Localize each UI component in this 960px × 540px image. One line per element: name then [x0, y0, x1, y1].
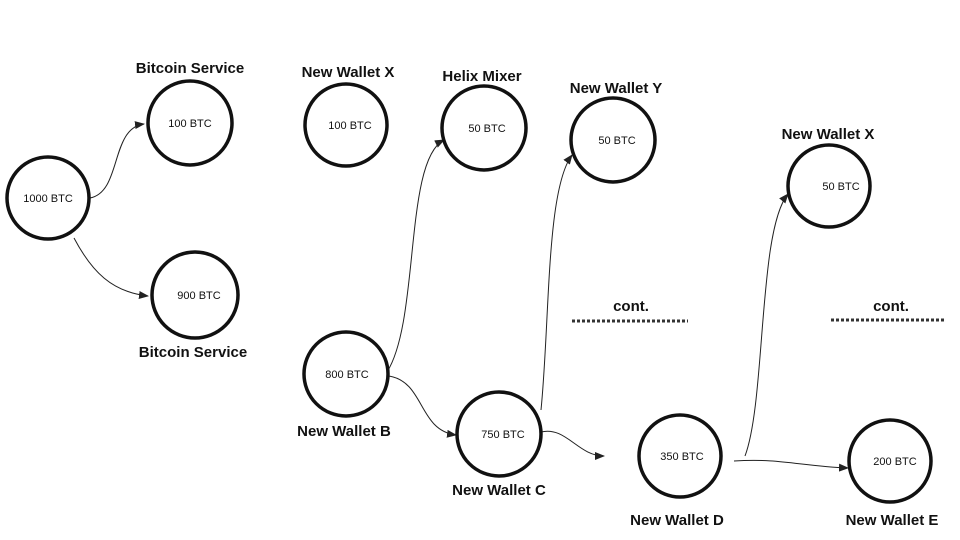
node-new-wallet-x-100: New Wallet X 100 BTC — [302, 64, 395, 168]
node-1000-btc: 1000 BTC — [5, 155, 91, 241]
continuation-label-1: cont. — [613, 298, 649, 315]
node-value: 900 BTC — [177, 290, 220, 302]
node-new-wallet-y-50: New Wallet Y 50 BTC — [569, 80, 663, 184]
node-label: Helix Mixer — [442, 68, 521, 85]
node-bitcoin-service-100: Bitcoin Service 100 BTC — [136, 60, 244, 167]
node-value: 100 BTC — [168, 118, 211, 130]
node-value: 50 BTC — [468, 123, 505, 135]
edge-800-to-50-helix — [386, 139, 445, 373]
node-value: 100 BTC — [328, 120, 371, 132]
edge-350-to-50-x — [744, 193, 789, 457]
node-value: 1000 BTC — [23, 193, 73, 205]
node-label: Bitcoin Service — [136, 60, 244, 77]
node-label: New Wallet C — [452, 482, 546, 499]
edge-1000-to-900 — [73, 237, 149, 299]
node-value: 800 BTC — [325, 369, 368, 381]
node-label: New Wallet X — [782, 126, 875, 143]
node-value: 350 BTC — [660, 451, 703, 463]
edge-350-to-200 — [733, 459, 849, 472]
edge-750-to-50-y — [540, 154, 573, 411]
node-new-wallet-b-800: 800 BTC New Wallet B — [297, 330, 391, 440]
node-label: New Wallet X — [302, 64, 395, 81]
node-value: 50 BTC — [598, 135, 635, 147]
node-new-wallet-x-50: New Wallet X 50 BTC — [782, 126, 875, 229]
node-helix-mixer-50: Helix Mixer 50 BTC — [440, 68, 528, 172]
node-new-wallet-d-350: 350 BTC New Wallet D — [630, 413, 724, 529]
node-new-wallet-e-200: 200 BTC New Wallet E — [846, 418, 939, 529]
node-label: New Wallet E — [846, 512, 939, 529]
node-label: New Wallet B — [297, 423, 391, 440]
node-new-wallet-c-750: 750 BTC New Wallet C — [452, 390, 546, 499]
node-label: New Wallet D — [630, 512, 724, 529]
node-value: 750 BTC — [481, 429, 524, 441]
node-label: Bitcoin Service — [139, 344, 247, 361]
node-value: 200 BTC — [873, 456, 916, 468]
node-label: New Wallet Y — [570, 80, 663, 97]
edge-800-to-750 — [388, 375, 457, 438]
continuation-label-2: cont. — [873, 298, 909, 315]
edge-750-to-cont — [540, 430, 605, 460]
node-value: 50 BTC — [822, 181, 859, 193]
node-bitcoin-service-900: 900 BTC Bitcoin Service — [139, 250, 247, 361]
edge-1000-to-100 — [89, 121, 145, 199]
